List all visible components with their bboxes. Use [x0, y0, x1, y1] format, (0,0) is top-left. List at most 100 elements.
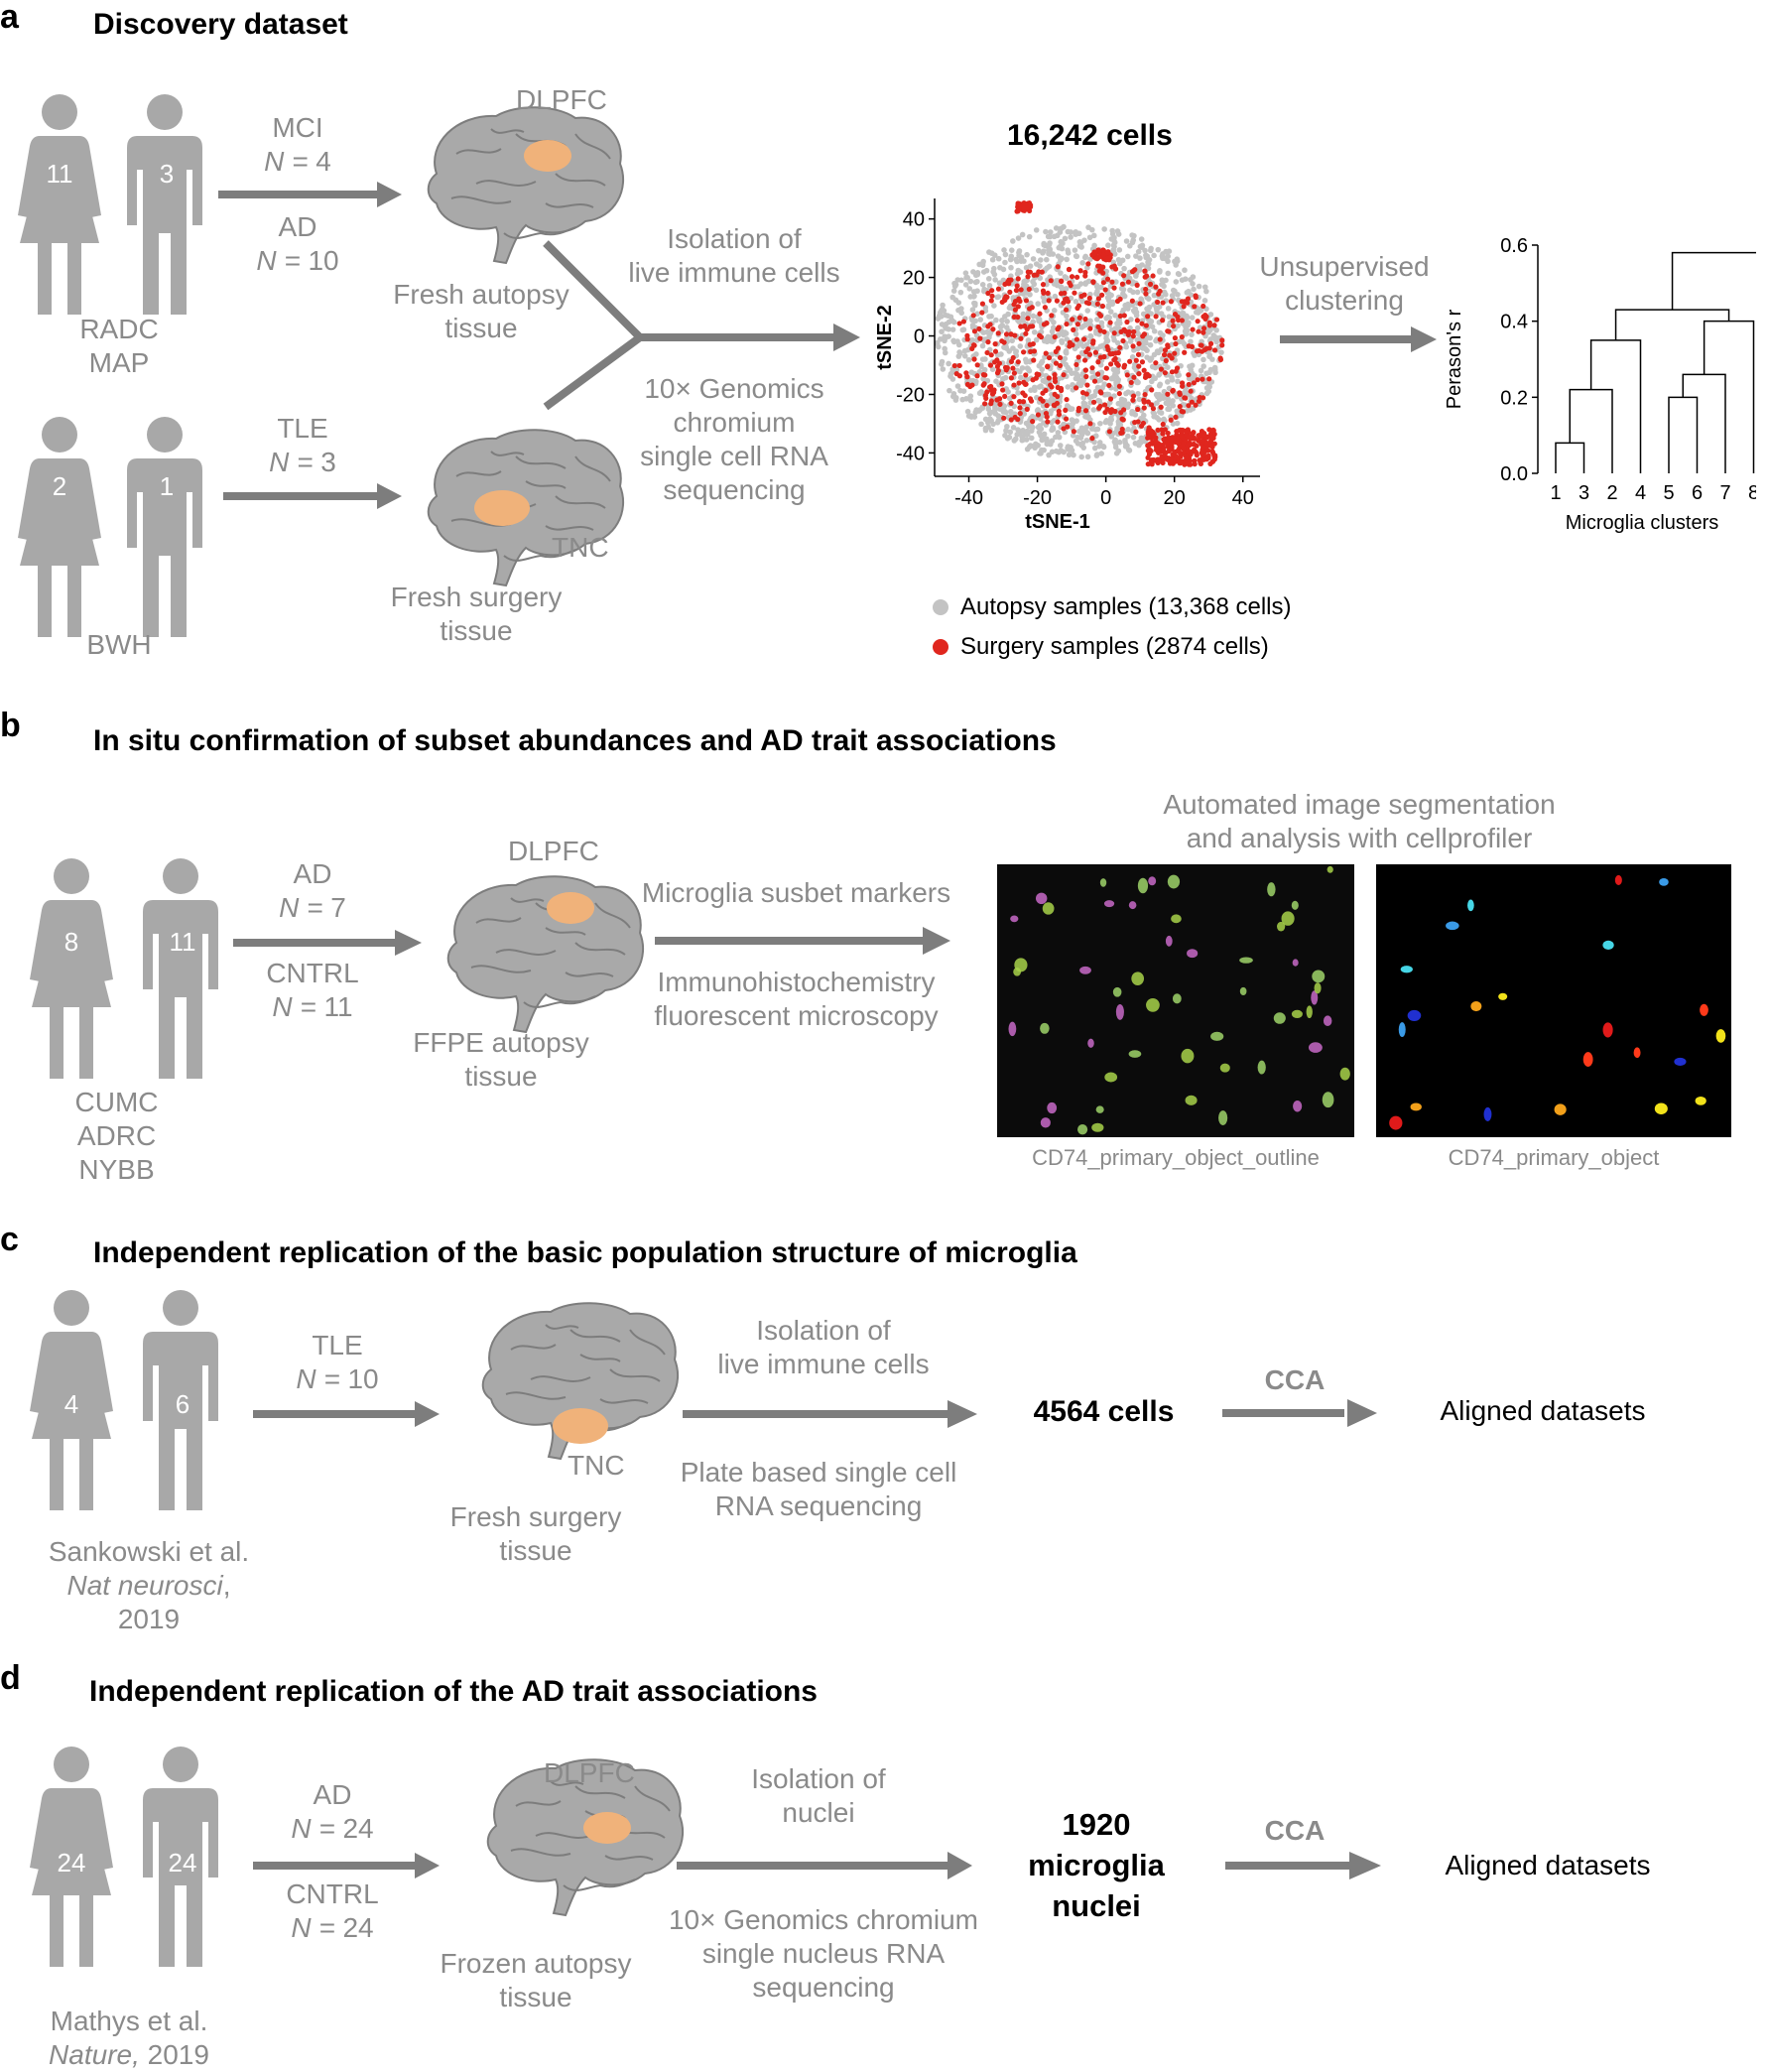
autopsy-point: [1183, 324, 1189, 330]
surgery-point: [1107, 320, 1113, 325]
surgery-point: [1157, 336, 1163, 342]
autopsy-point: [1074, 253, 1080, 260]
surgery-point: [1146, 435, 1152, 441]
segmented-object: [1483, 1106, 1492, 1121]
surgery-point: [1200, 325, 1207, 331]
surgery-point: [1077, 268, 1083, 274]
surgery-point: [964, 381, 970, 388]
autopsy-point: [1071, 452, 1076, 458]
step-label: sequencing: [663, 474, 806, 505]
surgery-point: [1141, 405, 1147, 411]
panel-label-c: c: [0, 1221, 19, 1258]
segmented-object: [1407, 1009, 1422, 1021]
surgery-point: [1120, 417, 1126, 423]
surgery-point: [1131, 374, 1137, 380]
surgery-point: [1194, 443, 1200, 449]
surgery-point: [1037, 311, 1043, 317]
surgery-point: [1090, 399, 1097, 405]
female-count: 2: [52, 471, 67, 501]
segmented-object: [1446, 921, 1459, 931]
autopsy-point: [1082, 403, 1088, 409]
surgery-point: [1079, 390, 1086, 396]
surgery-point: [1205, 448, 1211, 453]
autopsy-point: [1036, 429, 1043, 436]
surgery-point: [969, 382, 975, 388]
surgery-point: [1190, 326, 1196, 332]
autopsy-point: [1000, 375, 1006, 382]
autopsy-point: [976, 261, 982, 268]
surgery-point: [1167, 352, 1173, 358]
surgery-point: [1087, 421, 1093, 427]
autopsy-point: [967, 278, 974, 285]
autopsy-point: [1133, 253, 1139, 259]
autopsy-point: [1159, 277, 1166, 283]
autopsy-point: [1160, 393, 1166, 400]
cell-outline: [1185, 1095, 1198, 1105]
surgery-point: [1097, 389, 1103, 395]
step-label: nuclei: [782, 1797, 855, 1828]
region-label: TNC: [568, 1450, 625, 1481]
autopsy-point: [1046, 263, 1053, 270]
surgery-point: [964, 374, 970, 380]
surgery-point: [1196, 328, 1201, 334]
surgery-point: [1045, 290, 1051, 297]
surgery-point: [1052, 333, 1058, 340]
cell-outline: [1210, 1031, 1224, 1041]
step-label: live immune cells: [628, 257, 840, 288]
surgery-point: [1130, 393, 1137, 399]
autopsy-point: [1133, 273, 1139, 279]
autopsy-point: [1040, 377, 1047, 384]
n-value: 24: [342, 1912, 374, 1943]
autopsy-point: [979, 405, 986, 411]
surgery-point: [1039, 269, 1045, 275]
autopsy-point: [1207, 312, 1214, 318]
autopsy-point: [1085, 278, 1092, 285]
surgery-point: [1087, 325, 1093, 331]
surgery-point: [1049, 313, 1055, 319]
autopsy-point: [1131, 232, 1137, 239]
autopsy-point: [1207, 326, 1213, 333]
surgery-point: [1040, 282, 1047, 288]
autopsy-point: [1083, 341, 1089, 348]
step-label: live immune cells: [717, 1349, 930, 1379]
autopsy-point: [1130, 289, 1136, 296]
surgery-point: [1046, 298, 1052, 304]
autopsy-point: [1030, 319, 1036, 325]
autopsy-point: [1055, 430, 1062, 436]
surgery-point: [1016, 399, 1023, 405]
autopsy-point: [1200, 356, 1206, 363]
autopsy-point: [979, 281, 986, 288]
autopsy-point: [1068, 234, 1074, 240]
autopsy-point: [1073, 231, 1078, 237]
surgery-point: [1103, 365, 1110, 371]
surgery-point: [1059, 278, 1065, 284]
cell-outline: [1014, 958, 1028, 972]
cell-outline: [1291, 1009, 1303, 1019]
surgery-point: [1014, 283, 1020, 289]
surgery-point: [1142, 274, 1148, 280]
surgery-point: [1071, 326, 1076, 332]
surgery-point: [1200, 329, 1206, 335]
cohort-year: , 2019: [117, 1570, 231, 1634]
autopsy-point: [977, 317, 984, 323]
surgery-point: [1133, 429, 1139, 435]
surgery-point: [1179, 408, 1185, 415]
autopsy-point: [1077, 281, 1084, 287]
autopsy-point: [1087, 256, 1093, 262]
surgery-point: [1130, 333, 1136, 339]
surgery-point: [1070, 317, 1075, 323]
surgery-point: [984, 349, 990, 356]
surgery-point: [1203, 456, 1209, 462]
surgery-point: [974, 373, 980, 379]
autopsy-point: [1104, 314, 1111, 321]
autopsy-point: [996, 280, 1003, 287]
cohort-label: Mathys et al.: [50, 2006, 208, 2036]
step-label: Isolation of: [756, 1315, 891, 1346]
autopsy-point: [1015, 267, 1022, 274]
surgery-point: [1111, 357, 1117, 363]
cohort-label: RADC: [79, 314, 159, 344]
surgery-point: [1045, 419, 1051, 425]
n-value: 3: [320, 447, 336, 477]
autopsy-point: [1112, 437, 1118, 444]
